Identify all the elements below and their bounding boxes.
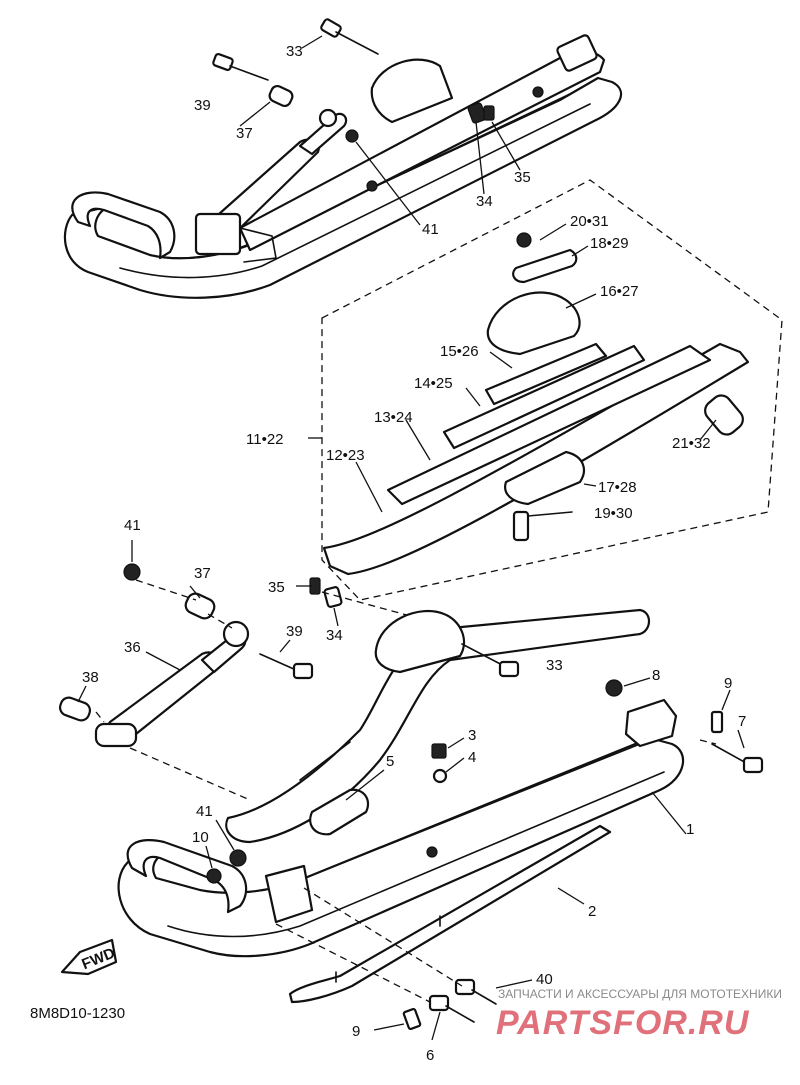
nut-3 [431, 743, 447, 759]
collar-37-mid [184, 592, 216, 620]
callout-2: 2 [588, 903, 596, 920]
bolt-40 [454, 978, 497, 1005]
callout-13-24: 13•24 [374, 409, 413, 426]
callout-8: 8 [652, 667, 660, 684]
shock-absorber-36 [94, 620, 250, 748]
top-nut-41 [345, 129, 359, 143]
top-bolt-35 [483, 105, 495, 121]
spring-seat-17-28 [504, 450, 585, 506]
bolt-9-bottom [402, 1007, 422, 1031]
callout-15-26: 15•26 [440, 343, 479, 360]
spring-group-outline [321, 179, 783, 601]
callout-40: 40 [536, 971, 553, 988]
bolt-9-right [710, 710, 724, 734]
top-front-bracket [194, 212, 242, 256]
nut-41-low [229, 849, 247, 867]
clamp-18-29 [512, 248, 578, 284]
diagram-code: 8M8D10-1230 [30, 1005, 125, 1022]
callout-7: 7 [738, 713, 746, 730]
bottom-front-bracket [264, 864, 314, 924]
callout-12-23: 12•23 [326, 447, 365, 464]
callout-6: 6 [426, 1047, 434, 1064]
callout-41-mid: 41 [124, 517, 141, 534]
bolt-19-30 [512, 510, 573, 542]
callout-9-bottom: 9 [352, 1023, 360, 1040]
callout-35-top: 35 [514, 169, 531, 186]
callout-10: 10 [192, 829, 209, 846]
callout-17-28: 17•28 [598, 479, 637, 496]
leaf-spring-13-24 [386, 344, 712, 506]
bolt-34-mid [323, 586, 343, 608]
top-collar-37 [268, 84, 294, 108]
callout-18-29: 18•29 [590, 235, 629, 252]
callout-33-top: 33 [286, 43, 303, 60]
wear-bar-2 [288, 824, 612, 1004]
collar-21-32 [704, 394, 744, 436]
leaf-spring-15-26 [484, 342, 608, 406]
callout-11-22: 11•22 [246, 431, 284, 448]
callout-37-top: 37 [236, 125, 253, 142]
watermark: ЗАПЧАСТИ И АКСЕССУАРЫ ДЛЯ МОТОТЕХНИКИ PA… [496, 987, 782, 1042]
watermark-brand: PARTSFOR.RU [496, 1004, 750, 1042]
watermark-caption: ЗАПЧАСТИ И АКСЕССУАРЫ ДЛЯ МОТОТЕХНИКИ [498, 987, 782, 1001]
bolt-7 [711, 743, 764, 774]
collar-38 [58, 696, 92, 722]
leaf-spring-14-25 [442, 344, 646, 450]
callout-4: 4 [468, 749, 476, 766]
callout-39-top: 39 [194, 97, 211, 114]
callout-21-32: 21•32 [672, 435, 711, 452]
callout-35-mid: 35 [268, 579, 285, 596]
mid-loose-parts [58, 563, 343, 748]
top-bolt-39 [212, 53, 269, 81]
callout-3: 3 [468, 727, 476, 744]
callout-39-mid: 39 [286, 623, 303, 640]
bottom-ski-assembly [117, 608, 764, 1031]
callout-34-top: 34 [476, 193, 493, 210]
bottom-ski-body [117, 736, 685, 958]
bottom-rear-bracket [624, 698, 678, 748]
spring-cap-16-27 [486, 291, 581, 356]
callout-36: 36 [124, 639, 141, 656]
top-spring-cap [370, 58, 454, 124]
fwd-arrow-icon: FWD [60, 938, 118, 976]
washer-4 [432, 768, 448, 784]
bottom-leaf-spring [225, 608, 651, 844]
callout-14-25: 14•25 [414, 375, 453, 392]
callout-20-31: 20•31 [570, 213, 609, 230]
nut-10 [206, 868, 222, 884]
nut-8 [605, 679, 623, 697]
bottom-bolt-33 [461, 643, 520, 678]
callout-labels: 33 39 37 41 34 35 20•31 18•29 16•27 15•2… [30, 43, 746, 1064]
callout-5: 5 [386, 753, 394, 770]
bottom-spring-cap [374, 609, 466, 674]
callout-9-right: 9 [724, 675, 732, 692]
callout-38: 38 [82, 669, 99, 686]
callout-16-27: 16•27 [600, 283, 639, 300]
callout-37-mid: 37 [194, 565, 211, 582]
callout-41-top: 41 [422, 221, 439, 238]
callout-19-30: 19•30 [594, 505, 633, 522]
callout-1: 1 [686, 821, 694, 838]
top-bolt-33 [320, 18, 379, 55]
bolt-39-mid [259, 653, 314, 680]
bolt-6 [428, 994, 475, 1023]
leaf-spring-stack [322, 232, 750, 576]
callout-33-mid: 33 [546, 657, 563, 674]
callout-34-mid: 34 [326, 627, 343, 644]
top-ski-assembly [63, 18, 623, 299]
top-ski-loop [71, 191, 176, 260]
nut-20-31 [516, 232, 532, 248]
callout-41-low: 41 [196, 803, 213, 820]
nut-41-mid [123, 563, 141, 581]
top-rear-bracket [556, 34, 598, 72]
leaf-spring-12-23 [322, 342, 750, 576]
bottom-ski-loop [126, 838, 248, 914]
